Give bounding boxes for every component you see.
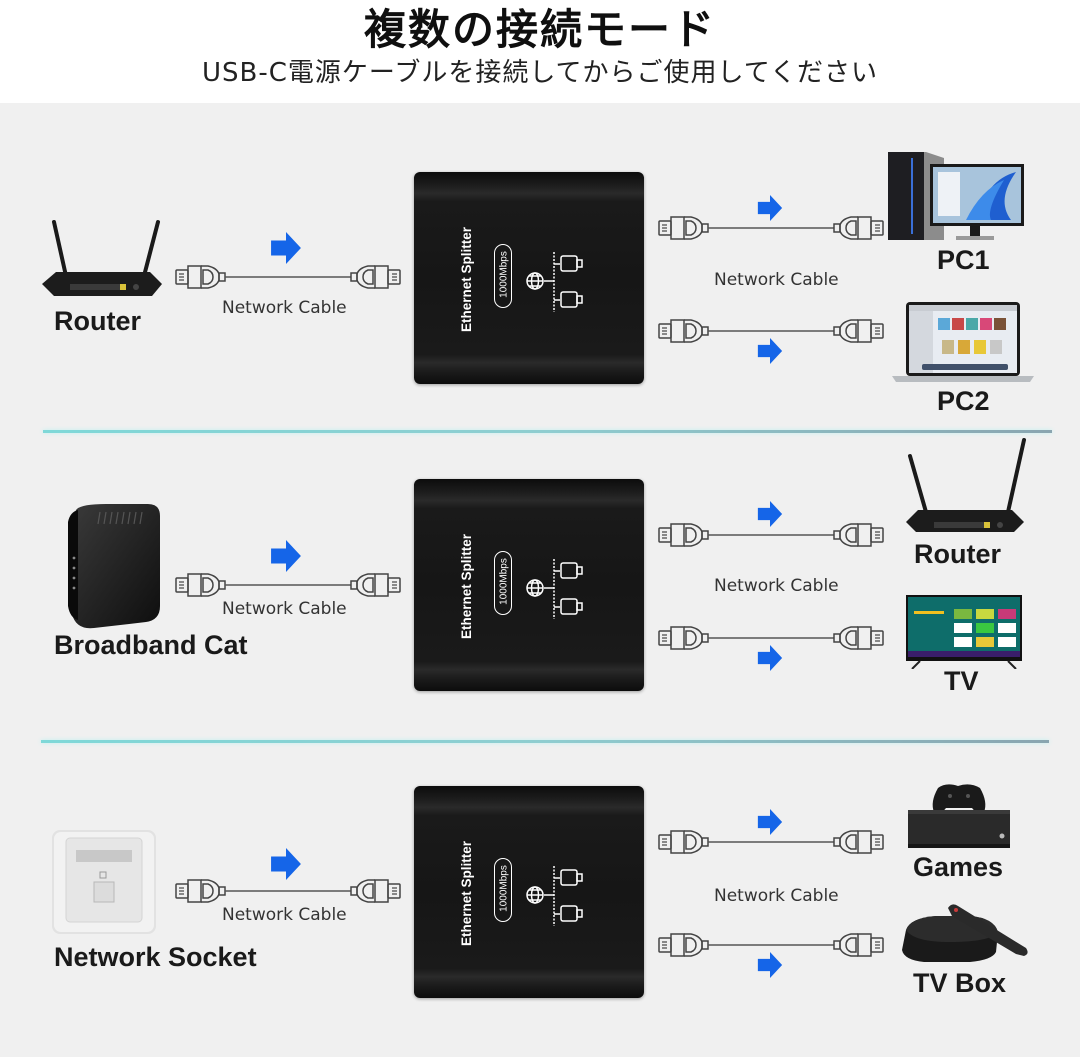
speed-label: 1000Mbps (498, 865, 510, 912)
globe-icon (526, 579, 544, 597)
network-tree-icon (526, 252, 583, 312)
arrow-right-icon (271, 232, 301, 264)
splitter-brand: Ethernet Splitter (459, 840, 474, 946)
network-tree-icon (526, 866, 583, 926)
arrow-right-icon (271, 540, 301, 572)
output-label: PC1 (937, 245, 990, 275)
tv-box-icon (902, 904, 1028, 962)
speed-label: 1000Mbps (498, 558, 510, 605)
page-subtitle: USB-C電源ケーブルを接続してからご使用してください (201, 58, 878, 88)
cable-label: Network Cable (714, 886, 839, 906)
network-cable-icon (175, 265, 401, 289)
router-icon (906, 438, 1026, 532)
output-label: Router (914, 539, 1001, 569)
computer-port-icon (560, 598, 578, 615)
network-tree-icon (526, 559, 583, 619)
output-label: TV (944, 666, 979, 696)
desktop-pc-icon (888, 152, 1024, 240)
cable-label: Network Cable (222, 298, 347, 318)
globe-icon (526, 272, 544, 290)
output-label: TV Box (913, 968, 1007, 998)
computer-port-icon (560, 905, 578, 922)
section-divider (41, 740, 1049, 743)
network-cable-icon (658, 626, 884, 650)
splitter-brand: Ethernet Splitter (459, 533, 474, 639)
computer-port-icon (560, 255, 578, 272)
computer-port-icon (560, 869, 578, 886)
output-label: Games (913, 852, 1004, 882)
speed-label: 1000Mbps (498, 251, 510, 298)
source-label: Network Socket (54, 942, 257, 972)
tv-icon (906, 595, 1022, 669)
cable-label: Network Cable (222, 599, 347, 619)
speed-badge: 1000Mbps (494, 244, 512, 308)
game-console-icon (908, 784, 1010, 848)
laptop-icon (892, 302, 1034, 382)
ethernet-splitter: Ethernet Splitter 1000Mbps (414, 479, 644, 691)
network-cable-icon (175, 573, 401, 597)
globe-icon (526, 886, 544, 904)
ethernet-splitter: Ethernet Splitter 1000Mbps (414, 172, 644, 384)
speed-badge: 1000Mbps (494, 858, 512, 922)
network-cable-icon (175, 879, 401, 903)
arrow-right-icon (757, 952, 783, 978)
computer-port-icon (560, 562, 578, 579)
cable-label: Network Cable (222, 905, 347, 925)
network-cable-icon (658, 830, 884, 854)
network-cable-icon (658, 933, 884, 957)
page-title: 複数の接続モード (363, 5, 716, 54)
network-cable-icon (658, 216, 884, 240)
cable-label: Network Cable (714, 576, 839, 596)
speed-badge: 1000Mbps (494, 551, 512, 615)
network-cable-icon (658, 319, 884, 343)
modem-icon (68, 504, 160, 629)
connection-row-2: Broadband Cat Network Cable Ethernet Spl… (0, 438, 1080, 738)
wall-socket-icon (52, 830, 156, 934)
output-label: PC2 (937, 386, 990, 416)
source-label: Broadband Cat (54, 630, 248, 660)
connection-row-1: Router Network Cable Ethernet Splitter 1… (0, 130, 1080, 430)
router-icon (42, 220, 162, 296)
arrow-right-icon (757, 645, 783, 671)
ethernet-splitter: Ethernet Splitter 1000Mbps (414, 786, 644, 998)
section-divider (43, 430, 1052, 433)
source-label: Router (54, 306, 141, 336)
splitter-brand: Ethernet Splitter (459, 226, 474, 332)
header: 複数の接続モード USB-C電源ケーブルを接続してからご使用してください (0, 0, 1080, 103)
network-cable-icon (658, 523, 884, 547)
computer-port-icon (560, 291, 578, 308)
connection-row-3: Network Socket Network Cable Ethernet Sp… (0, 746, 1080, 1046)
cable-label: Network Cable (714, 270, 839, 290)
arrow-right-icon (757, 338, 783, 364)
